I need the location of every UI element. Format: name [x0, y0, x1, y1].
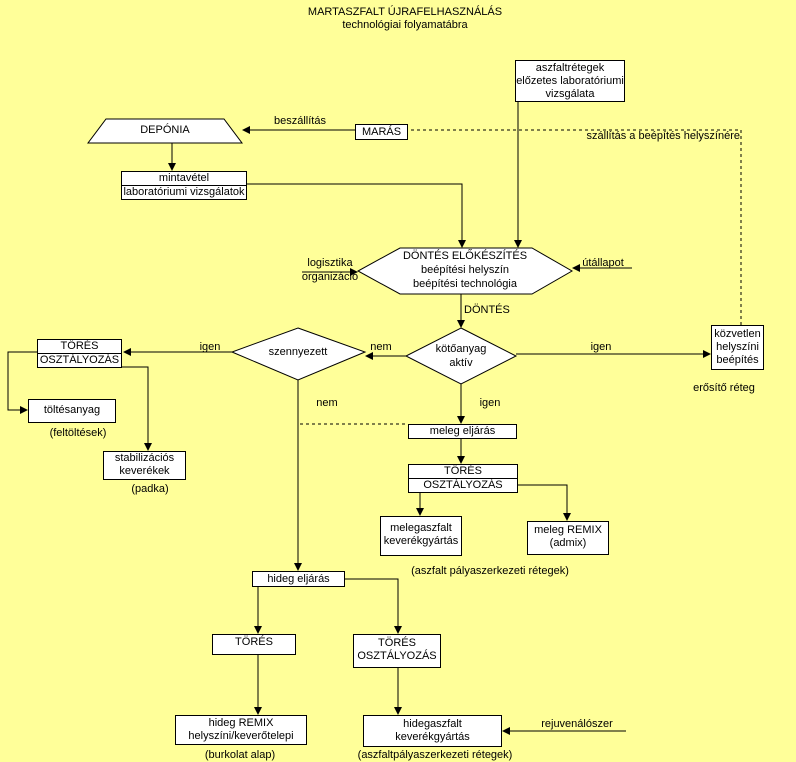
toltesanyag-box: töltésanyag	[28, 399, 116, 423]
labor-line-2: előzetes laboratóriumi	[516, 75, 624, 87]
rejuvenalo-label: rejuvenálószer	[541, 718, 613, 730]
szallitas-label: szállítás a beépítés helyszínére	[586, 130, 740, 142]
igen-right-label: igen	[590, 341, 612, 353]
igen-down-label: igen	[479, 397, 501, 409]
deponia-shape	[87, 118, 243, 144]
feltoltesek-label: (feltöltések)	[49, 427, 107, 439]
aszfalt-retegek-label: (aszfalt pályaszerkezeti rétegek)	[411, 565, 569, 577]
erosito-label: erősítő réteg	[693, 382, 755, 394]
maras-box: MARÁS	[355, 124, 408, 140]
aszfaltpalya-retegek-label: (aszfaltpályaszerkezeti rétegek)	[357, 749, 513, 761]
tores-hideg-box: TÖRÉS	[212, 634, 296, 655]
beszallitas-label: beszállítás	[274, 115, 326, 127]
hidegaszfalt-line-2: keverékgyártás	[395, 731, 470, 743]
nem-mid-label: nem	[370, 341, 392, 353]
title-line-1: MARTASZFALT ÚJRAFELHASZNÁLÁS	[307, 6, 503, 18]
tores-osztalyozas-left-box: TÖRÉS OSZTÁLYOZÁS	[37, 339, 122, 368]
stabilizacios-line-1: stabilizációs	[114, 452, 175, 464]
burkolat-alap-label: (burkolat alap)	[204, 749, 276, 761]
padka-label: (padka)	[131, 483, 169, 495]
melegaszfalt-line-2: keverékgyártás	[383, 535, 459, 547]
hideg-eljaras-box: hideg eljárás	[252, 571, 345, 587]
tores-hideg2-line-1: TÖRÉS	[378, 637, 416, 649]
stabilizacios-line-2: keverékek	[119, 465, 170, 477]
dontes-elokeszites-line-3: beépítési technológia	[413, 278, 517, 290]
organizacio-label: organizáció	[301, 271, 359, 283]
title-line-2: technológiai folyamatábra	[342, 19, 468, 31]
deponia-label: DEPÓNIA	[140, 124, 190, 136]
tores-left-line-2: OSZTÁLYOZÁS	[38, 353, 121, 366]
tores-left-line-1: TÖRÉS	[60, 340, 99, 352]
kotoanyag-shape	[404, 327, 518, 385]
dontes-label: DÖNTÉS	[464, 304, 510, 316]
tores-meleg-line-2: OSZTÁLYOZÁS	[409, 478, 517, 492]
nem-down-label: nem	[316, 397, 338, 409]
hidegaszfalt-line-1: hidegaszfalt	[403, 718, 462, 730]
dontes-elokeszites-shape	[356, 247, 574, 295]
kotoanyag-line-2: aktív	[449, 357, 473, 369]
kozvetlen-line-1: közvetlen	[714, 328, 761, 340]
utallapot-label: útállapot	[582, 257, 624, 269]
tores-meleg-line-1: TÖRÉS	[444, 465, 482, 477]
stabilizacios-box: stabilizációs keverékek	[103, 451, 186, 480]
melegaszfalt-box: melegaszfalt keverékgyártás	[380, 516, 462, 556]
toltesanyag-label: töltésanyag	[43, 404, 101, 416]
logisztika-label: logisztika	[307, 257, 353, 269]
mintavetel-line-1: mintavétel	[158, 172, 210, 184]
kozvetlen-line-3: beépítés	[716, 354, 759, 366]
melegaszfalt-line-1: melegaszfalt	[390, 522, 452, 534]
kozvetlen-box: közvetlen helyszíni beépítés	[711, 325, 764, 370]
maras-label: MARÁS	[361, 126, 402, 138]
meleg-eljaras-box: meleg eljárás	[408, 424, 517, 439]
tores-osztalyozas-meleg-box: TÖRÉS OSZTÁLYOZÁS	[408, 464, 518, 493]
kozvetlen-line-2: helyszíni	[716, 341, 759, 353]
hideg-remix-line-2: helyszíni/keverőtelepi	[188, 730, 294, 742]
igen-left-label: igen	[199, 341, 221, 353]
kotoanyag-line-1: kötőanyag	[435, 343, 487, 355]
dontes-elokeszites-line-2: beépítési helyszín	[420, 264, 510, 276]
mintavetel-box: mintavétel laboratóriumi vizsgálatok	[121, 171, 247, 200]
dontes-elokeszites-line-1: DÖNTÉS ELŐKÉSZÍTÉS	[402, 250, 528, 262]
mintavetel-line-2: laboratóriumi vizsgálatok	[122, 185, 246, 198]
hidegaszfalt-box: hidegaszfalt keverékgyártás	[363, 715, 502, 747]
tores-osztalyozas-hideg-box: TÖRÉS OSZTÁLYOZÁS	[353, 634, 441, 668]
meleg-remix-line-1: meleg REMIX	[534, 524, 602, 536]
labor-line-3: vizsgálata	[545, 88, 595, 100]
meleg-eljaras-label: meleg eljárás	[429, 425, 496, 437]
hideg-remix-line-1: hideg REMIX	[208, 717, 274, 729]
meleg-remix-line-2: (admix)	[549, 537, 587, 549]
hideg-remix-box: hideg REMIX helyszíni/keverőtelepi	[175, 715, 307, 745]
hideg-eljaras-label: hideg eljárás	[267, 573, 330, 585]
meleg-remix-box: meleg REMIX (admix)	[527, 521, 609, 555]
tores-hideg-label: TÖRÉS	[235, 636, 273, 648]
szennyezett-label: szennyezett	[268, 346, 328, 358]
labor-line-1: aszfaltrétegek	[535, 62, 605, 74]
labor-elozetes-box: aszfaltrétegek előzetes laboratóriumi vi…	[515, 60, 625, 102]
tores-hideg2-line-2: OSZTÁLYOZÁS	[357, 650, 437, 662]
